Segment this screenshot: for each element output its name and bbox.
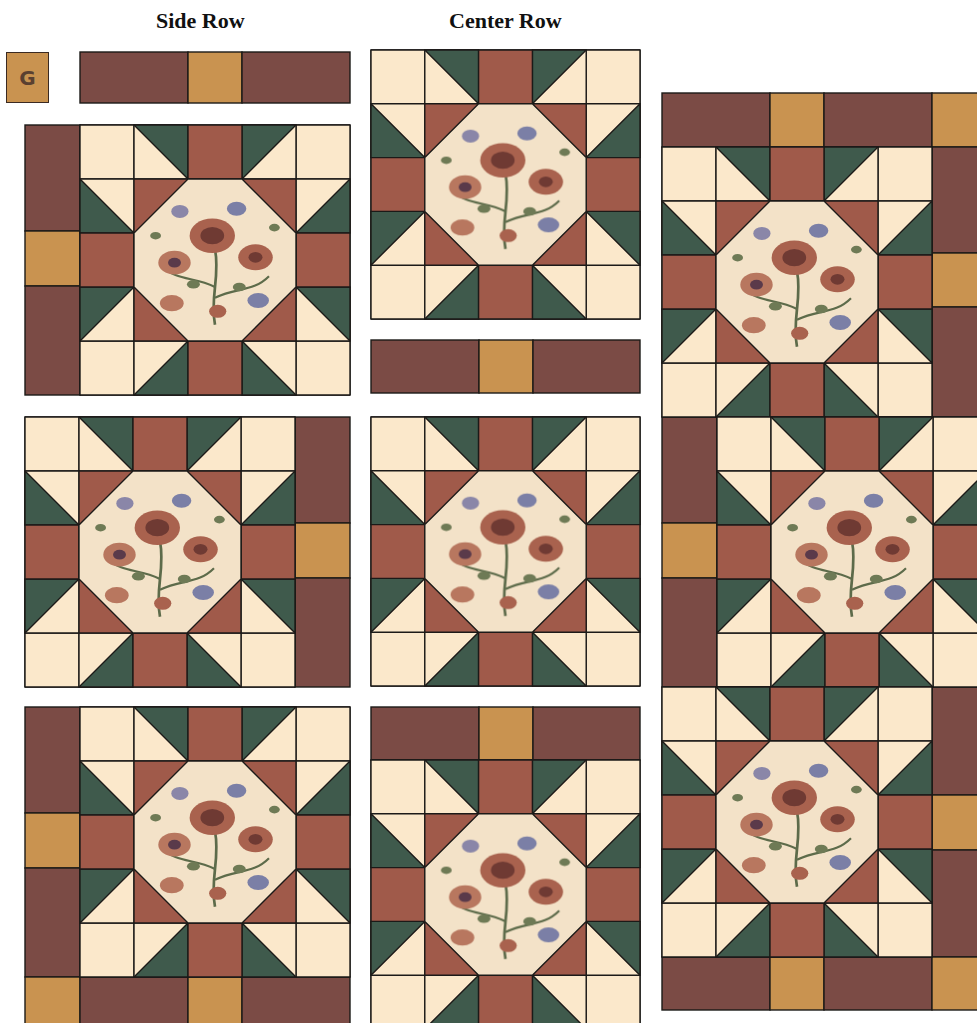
row-heading: Side Row	[156, 8, 245, 34]
row-heading: Center Row	[449, 8, 562, 34]
fabric-letter: G	[19, 66, 35, 90]
fabric-key-box: G	[6, 52, 49, 103]
